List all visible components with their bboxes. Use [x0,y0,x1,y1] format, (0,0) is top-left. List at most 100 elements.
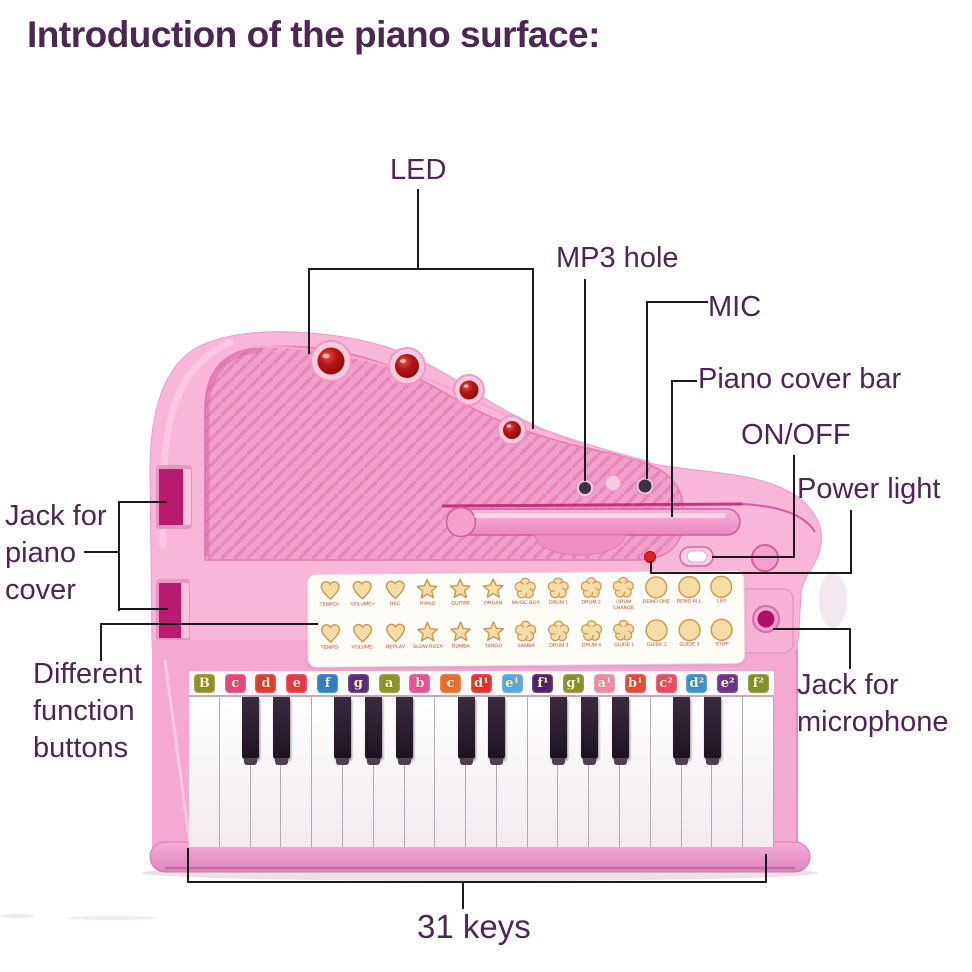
connector-line [100,623,102,661]
black-key [703,697,721,765]
note-label: e [286,673,308,693]
connector-line [187,881,767,883]
connector-line [646,301,648,479]
function-button: GUIDE 3 [673,617,705,659]
function-button-label: ORGAN [483,600,503,607]
function-button-label: LED [716,598,727,605]
function-button-label: DRUM 3 [549,642,569,649]
black-key [549,697,567,765]
connector-line [671,380,673,517]
function-button-label: TEMPO- [320,644,340,651]
note-label: a [378,673,400,693]
function-button: REC [379,577,411,619]
connector-line [651,572,852,574]
connector-line [118,501,167,503]
piano-cover-jacks [156,465,192,642]
function-button-label: PIANO [420,600,436,607]
function-button-label: DEMO ALL [676,598,702,605]
function-button-label: DRUM 1 [548,599,569,606]
function-button: VOLUME+ [346,577,378,619]
function-button: VOLUME- [347,620,379,662]
mic-jack [757,610,775,628]
note-label: b [409,673,431,693]
mp3-hole [579,482,591,494]
function-button-label: GUIDE 2 [646,641,667,648]
label-on-off: ON/OFF [741,419,851,451]
label-led: LED [390,154,447,186]
connector-line [849,628,851,669]
function-button: GUIDE 2 [641,618,673,660]
led-1 [317,347,345,375]
led-lights [310,340,527,445]
function-button: DEMO ONE [640,575,672,617]
function-button: GUITAR [444,576,476,618]
note-label: d [255,673,277,693]
note-label: B [193,673,215,693]
function-button-label: VOLUME- [351,644,375,651]
function-button-label: GUITAR [451,600,470,607]
note-label: e¹ [501,673,523,693]
connector-line [308,268,310,354]
function-button-label: TEMPO+ [319,601,341,608]
label-piano-cover-bar: Piano cover bar [698,363,902,395]
mic-jack-block [736,588,794,654]
function-button: GUIDE 1 [608,618,640,660]
connector-line [646,301,708,303]
mic-hole [638,479,652,493]
on-off-switch [679,546,714,567]
note-label: g¹ [563,673,585,693]
connector-line [462,881,464,909]
black-key [673,697,691,765]
function-button: DRUM 1 [542,576,574,618]
black-key [611,697,629,765]
function-button-label: SLOW ROCK [412,643,444,650]
led-4 [503,421,521,439]
note-label: f¹ [532,673,554,693]
round-hole [604,474,622,492]
label-jack-piano-cover: Jack for piano cover [5,500,107,607]
black-key [457,697,475,765]
black-key [272,697,290,765]
smudge [0,914,34,918]
led-3 [459,380,479,400]
note-label: e² [717,673,739,693]
function-button-label: SAMBA [517,642,535,650]
connector-line [118,501,120,611]
black-key [334,697,352,765]
function-button: TEMPO- [314,621,346,663]
connector-line [850,510,852,574]
connector-line [671,380,697,382]
connector-line [308,268,534,270]
black-key [365,697,383,765]
label-jack-microphone: Jack for microphone [797,669,949,739]
note-label: c [440,673,462,693]
deco-circle [751,544,779,572]
function-button: REPLAY [379,620,411,662]
function-button: SAMBA [510,619,542,661]
function-button-label: MUSIC BOX [511,599,540,607]
function-button: PIANO [412,577,444,619]
function-button-label: DEMO ONE [642,598,671,605]
connector-line [773,628,851,630]
connector-line [584,279,586,481]
function-button: LED [705,574,737,616]
function-button: ORGAN [477,576,509,618]
connector-line [650,561,652,574]
function-button: DRUM 4 [575,618,607,660]
label-mic: MIC [708,291,762,323]
label-mp3-hole: MP3 hole [556,242,679,274]
label-power-light: Power light [797,473,941,505]
black-key [580,697,598,765]
function-button-label: DRUM 4 [581,642,602,649]
connector-line [793,455,795,558]
connector-line [84,551,120,553]
function-button: STOP [706,617,738,659]
led-2 [395,354,419,378]
function-button-label: DRUM 2 [581,599,601,606]
function-button-panel: TEMPO+ VOLUME+REC PIANO GUITAR ORGAN MUSIC BO… [306,570,746,668]
note-label: c [224,673,246,693]
connector-line [187,848,189,883]
note-label: d² [686,673,708,693]
